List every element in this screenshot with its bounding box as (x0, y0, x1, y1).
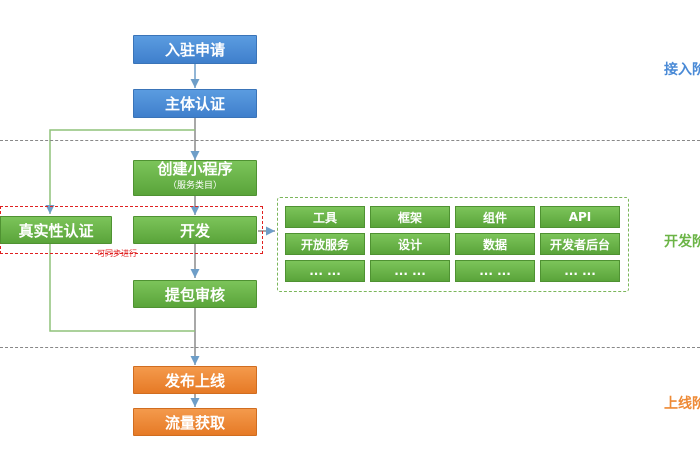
authenticity-verification-box: 真实性认证 (0, 216, 112, 244)
traffic-acquisition-box: 流量获取 (133, 408, 257, 436)
develop-box: 开发 (133, 216, 257, 244)
branch-to-authenticity (45, 129, 195, 214)
stage-label-development: 开发阶 (664, 234, 700, 250)
tool-item: ... ... (455, 260, 535, 282)
tool-item: 开发者后台 (540, 233, 620, 255)
tool-item: 组件 (455, 206, 535, 228)
tool-item: 数据 (455, 233, 535, 255)
parallel-note: 可同步进行 (97, 249, 137, 258)
tool-item: 工具 (285, 206, 365, 228)
submit-review-box: 提包审核 (133, 280, 257, 308)
create-miniprogram-subtitle: （服务类目） (167, 181, 222, 191)
stage-separator-2 (0, 347, 700, 348)
tool-item: 设计 (370, 233, 450, 255)
tool-item: 框架 (370, 206, 450, 228)
tool-item: API (540, 206, 620, 228)
tool-item: ... ... (540, 260, 620, 282)
stage-separator-1 (0, 140, 700, 141)
apply-box: 入驻申请 (133, 35, 257, 64)
identity-verification-box: 主体认证 (133, 89, 257, 118)
create-miniprogram-box: 创建小程序 （服务类目） (133, 160, 257, 196)
stage-label-onboarding: 接入阶 (664, 62, 700, 78)
merge-from-authenticity (49, 244, 195, 332)
publish-box: 发布上线 (133, 366, 257, 394)
tools-panel (277, 197, 629, 292)
stage-label-launch: 上线阶 (664, 396, 700, 412)
tool-item: ... ... (370, 260, 450, 282)
tool-item: ... ... (285, 260, 365, 282)
create-miniprogram-title: 创建小程序 (157, 160, 233, 178)
tool-item: 开放服务 (285, 233, 365, 255)
